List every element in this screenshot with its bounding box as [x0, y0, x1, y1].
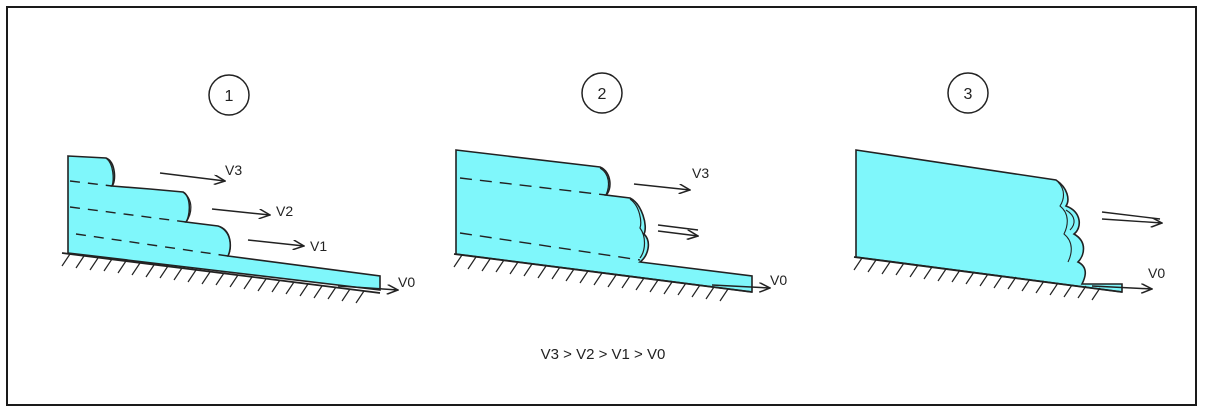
panel-number: 1	[225, 88, 234, 105]
front-curl	[182, 191, 192, 223]
double-arrow-line	[1101, 211, 1161, 220]
panel-number: 3	[964, 86, 973, 103]
arrow-v2	[211, 208, 270, 215]
front-curl	[105, 157, 114, 187]
front-curl	[217, 225, 231, 257]
velocity-relation: V3 > V2 > V1 > V0	[540, 346, 666, 363]
layer-divider	[69, 206, 187, 223]
panel-number-circle	[947, 72, 989, 114]
layer-divider	[459, 177, 607, 196]
double-arrow-line	[657, 224, 699, 231]
label-v1: V1	[310, 238, 327, 254]
double-arrow-line	[657, 231, 698, 236]
layer-divider	[69, 180, 113, 187]
ground-hatching	[453, 254, 729, 302]
ground-line	[61, 252, 381, 294]
ground-hatching	[853, 257, 1101, 301]
front-curl	[1065, 209, 1075, 231]
panel-number-circle	[581, 72, 623, 114]
water-layers	[67, 155, 381, 291]
arrow-v0	[337, 286, 398, 290]
double-arrow-line	[1101, 219, 1162, 223]
arrow-v0	[711, 285, 770, 288]
arrow-v3	[159, 172, 225, 181]
label-v3: V3	[692, 165, 709, 181]
label-v0: V0	[770, 272, 787, 288]
front-curl	[1057, 181, 1072, 263]
label-v0: V0	[1148, 265, 1165, 281]
layer-divider	[459, 232, 641, 261]
water-body	[855, 149, 1123, 293]
panel-number: 2	[598, 86, 607, 103]
panel-3: 3 V0	[853, 72, 1165, 301]
front-curl	[599, 167, 610, 196]
label-v2: V2	[276, 203, 293, 219]
arrow-v3	[633, 183, 690, 190]
layer-divider	[75, 233, 229, 257]
front-curl	[629, 198, 646, 259]
label-v3: V3	[225, 162, 242, 178]
label-v0: V0	[398, 274, 415, 290]
panel-1: 1 V3 V2 V1	[61, 74, 415, 304]
arrow-v0	[1091, 286, 1152, 289]
panel-number-circle	[208, 74, 250, 116]
arrow-v1	[247, 239, 304, 246]
ground-hatching	[61, 253, 365, 304]
panel-2: 2 V3 V0	[453, 72, 787, 302]
